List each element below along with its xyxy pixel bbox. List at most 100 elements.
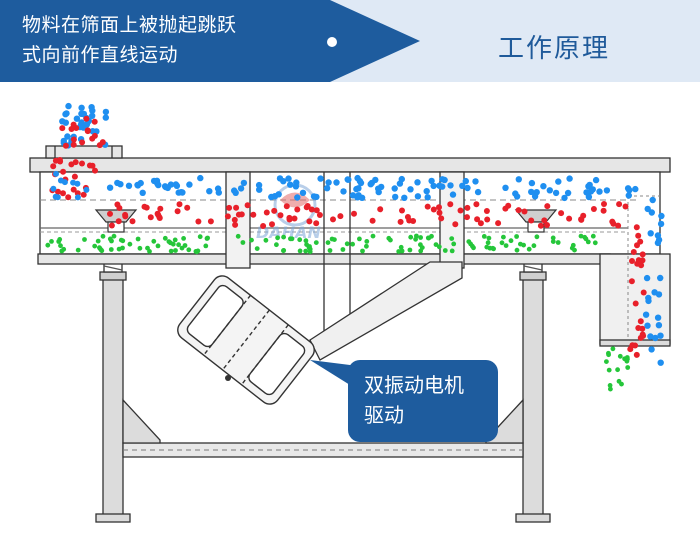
green-particle xyxy=(274,242,279,248)
red-particle xyxy=(59,125,66,132)
red-particle xyxy=(84,128,91,135)
green-particle xyxy=(429,233,434,239)
red-particle xyxy=(60,190,66,197)
green-particle xyxy=(608,386,613,392)
blue-particle xyxy=(658,212,665,220)
bullet-dot-icon xyxy=(327,37,337,47)
blue-particle xyxy=(89,112,96,120)
green-particle xyxy=(168,248,174,254)
blue-particle xyxy=(256,186,263,193)
green-particle xyxy=(481,234,487,239)
blue-particle xyxy=(566,175,573,182)
green-particle xyxy=(107,236,113,242)
green-particle xyxy=(484,244,490,250)
red-particle xyxy=(558,210,565,217)
blue-particle xyxy=(657,220,665,228)
green-particle xyxy=(57,237,63,242)
green-particle xyxy=(360,248,365,254)
blue-particle xyxy=(349,192,357,199)
right-spring-base xyxy=(519,271,547,281)
green-particle xyxy=(451,241,457,247)
blue-particle xyxy=(414,179,421,186)
green-particle xyxy=(364,243,369,249)
banner-arrow xyxy=(0,0,420,82)
green-particle xyxy=(249,237,254,243)
green-particle xyxy=(624,358,630,364)
blue-particle xyxy=(375,185,382,192)
green-particle xyxy=(470,243,475,249)
green-particle xyxy=(570,242,576,248)
blue-particle xyxy=(89,107,96,114)
blue-particle xyxy=(50,185,57,192)
red-particle xyxy=(195,218,202,225)
blue-particle xyxy=(106,184,114,191)
green-particle xyxy=(604,359,609,364)
green-particle xyxy=(585,239,591,245)
blue-particle xyxy=(401,194,408,201)
blue-particle xyxy=(215,189,222,196)
feed-inlet-flange xyxy=(45,145,123,159)
red-particle xyxy=(406,217,413,224)
blue-particle xyxy=(459,182,466,189)
red-particle xyxy=(622,203,629,210)
left-spring-base xyxy=(99,271,127,281)
green-particle xyxy=(503,243,509,249)
red-particle xyxy=(316,212,323,218)
red-particle xyxy=(464,204,471,211)
blue-particle xyxy=(555,178,562,185)
blue-particle xyxy=(354,174,361,182)
red-particle xyxy=(640,332,647,339)
red-particle xyxy=(566,215,573,222)
red-particle xyxy=(635,232,642,239)
red-particle xyxy=(91,118,98,125)
blue-particle xyxy=(155,181,162,189)
description-line-1: 物料在筛面上被抛起跳跃 xyxy=(22,14,237,36)
blue-particle xyxy=(657,274,664,282)
blue-particle xyxy=(564,189,572,197)
blue-particle xyxy=(137,179,144,187)
blue-particle xyxy=(150,177,158,185)
red-particle xyxy=(70,136,77,143)
blue-particle xyxy=(345,176,352,183)
red-particle xyxy=(129,218,136,225)
red-particle xyxy=(108,222,115,229)
green-particle xyxy=(534,234,540,240)
blue-particle xyxy=(237,185,245,192)
blue-particle xyxy=(502,184,509,191)
motor-bracket xyxy=(309,261,463,361)
green-particle xyxy=(485,240,491,246)
blue-particle xyxy=(355,192,362,199)
green-particle xyxy=(329,236,335,242)
blue-particle xyxy=(643,274,651,282)
blue-particle xyxy=(310,193,318,200)
red-particle xyxy=(303,204,310,211)
red-particle xyxy=(283,203,290,210)
watermark-text: DAHAN xyxy=(256,223,321,242)
red-particle xyxy=(184,204,191,211)
red-particle xyxy=(601,201,607,207)
red-particle xyxy=(639,251,646,258)
blue-particle xyxy=(102,108,110,116)
red-particle xyxy=(233,204,240,211)
blue-particle xyxy=(540,183,547,190)
blue-particle xyxy=(596,188,603,195)
red-particle xyxy=(50,163,57,170)
green-particle xyxy=(194,249,200,255)
red-particle xyxy=(578,216,585,223)
blue-particle xyxy=(367,181,374,188)
green-particle xyxy=(118,237,124,243)
blue-particle xyxy=(64,133,71,140)
blue-particle xyxy=(53,170,59,177)
green-particle xyxy=(59,248,65,254)
red-particle xyxy=(515,207,522,214)
blue-particle xyxy=(59,118,66,125)
header-banner: 物料在筛面上被抛起跳跃 式向前作直线运动 工作原理 xyxy=(0,0,700,82)
blue-particle xyxy=(206,188,213,195)
green-particle xyxy=(590,233,596,239)
red-particle xyxy=(541,217,548,224)
blue-particle xyxy=(323,185,331,192)
red-particle xyxy=(107,210,113,217)
green-particle xyxy=(303,238,309,244)
green-particle xyxy=(418,235,423,240)
green-particle xyxy=(127,241,133,247)
